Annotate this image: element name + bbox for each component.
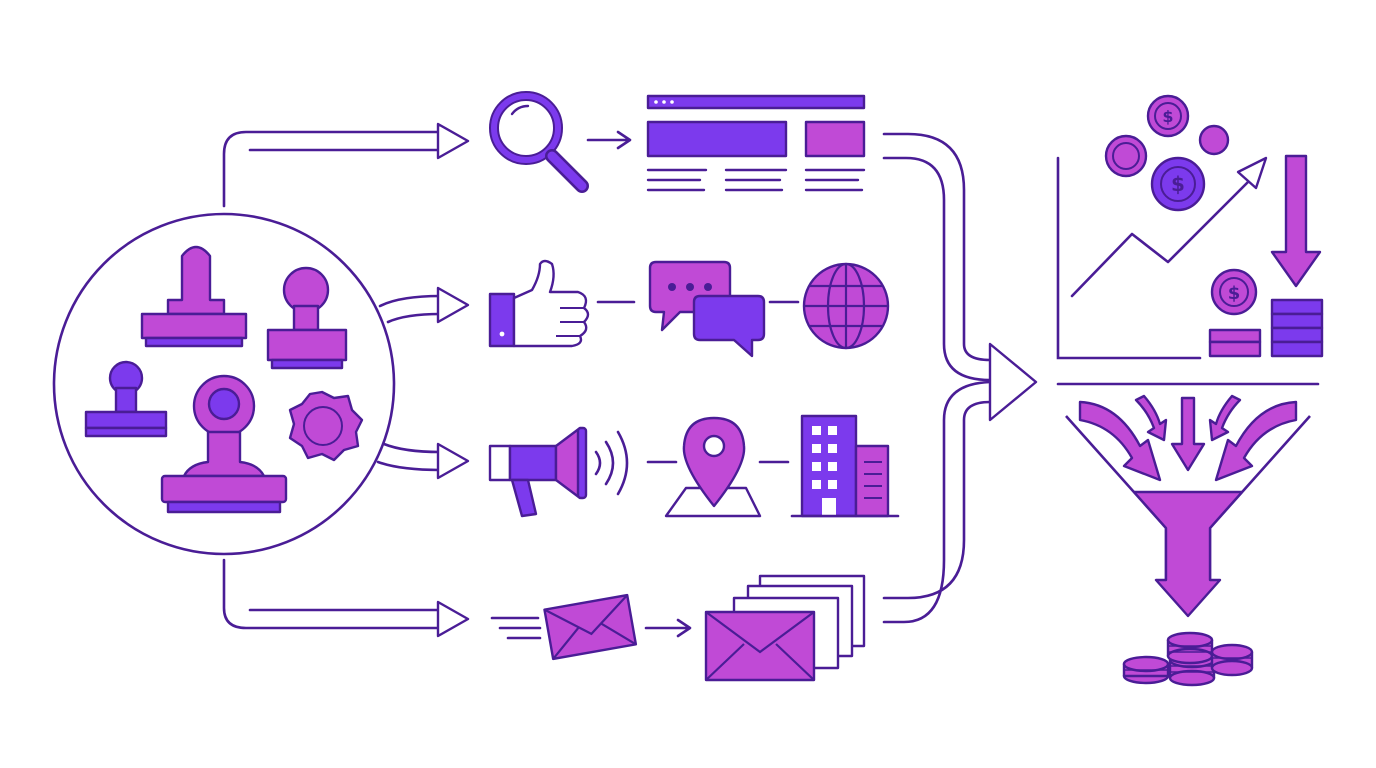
rubber-stamps-icon <box>52 212 396 556</box>
svg-text:$: $ <box>1171 172 1185 196</box>
search-results-page-icon <box>646 94 866 192</box>
coin-pile-icon <box>1122 631 1254 687</box>
connector-lines <box>222 122 1320 640</box>
arrow-to-social <box>436 286 470 324</box>
rising-chart-arrow-icon <box>1056 156 1268 360</box>
arrow-to-search <box>436 122 470 160</box>
stamp-4-icon <box>160 374 288 514</box>
globe-icon <box>802 262 890 350</box>
inflow-arrows-icon <box>1078 394 1298 482</box>
stamp-1-icon <box>140 245 248 348</box>
chat-bubbles-icon <box>648 260 766 358</box>
merge-bracket-bottom-inner <box>882 380 992 624</box>
stamp-3-icon <box>84 360 168 438</box>
arrow-search-to-page <box>586 130 632 150</box>
envelope-icon <box>543 593 638 661</box>
connector-top <box>222 130 442 208</box>
merge-bracket-bottom <box>882 400 992 600</box>
connector-local-inner <box>376 460 442 472</box>
megaphone-icon <box>488 426 629 518</box>
arrow-envelope-to-stack <box>644 618 692 638</box>
map-pin-icon <box>664 416 762 518</box>
dollar-coin-icon: $ $ <box>1104 94 1230 212</box>
merge-arrow-head <box>988 342 1038 422</box>
envelope-stack-icon <box>704 574 866 682</box>
arrow-to-local <box>436 442 470 480</box>
speed-lines <box>490 616 542 640</box>
merge-bracket <box>882 132 992 362</box>
coin-stack-icon: $ <box>1208 154 1324 358</box>
stamp-2-icon <box>266 266 348 370</box>
merge-bracket-inner <box>882 156 992 382</box>
connector-bottom <box>222 558 442 630</box>
svg-text:$: $ <box>1162 107 1173 126</box>
thumbs-up-icon <box>488 259 590 348</box>
seal-icon <box>288 390 364 462</box>
connector-local <box>382 442 442 454</box>
arrow-to-email <box>436 600 470 638</box>
connector-social <box>378 294 442 308</box>
connector-social-inner <box>386 312 442 324</box>
svg-text:$: $ <box>1228 283 1241 304</box>
sales-funnel-icon <box>1065 415 1311 618</box>
office-building-icon <box>790 414 900 518</box>
magnifying-glass-icon <box>489 91 589 193</box>
